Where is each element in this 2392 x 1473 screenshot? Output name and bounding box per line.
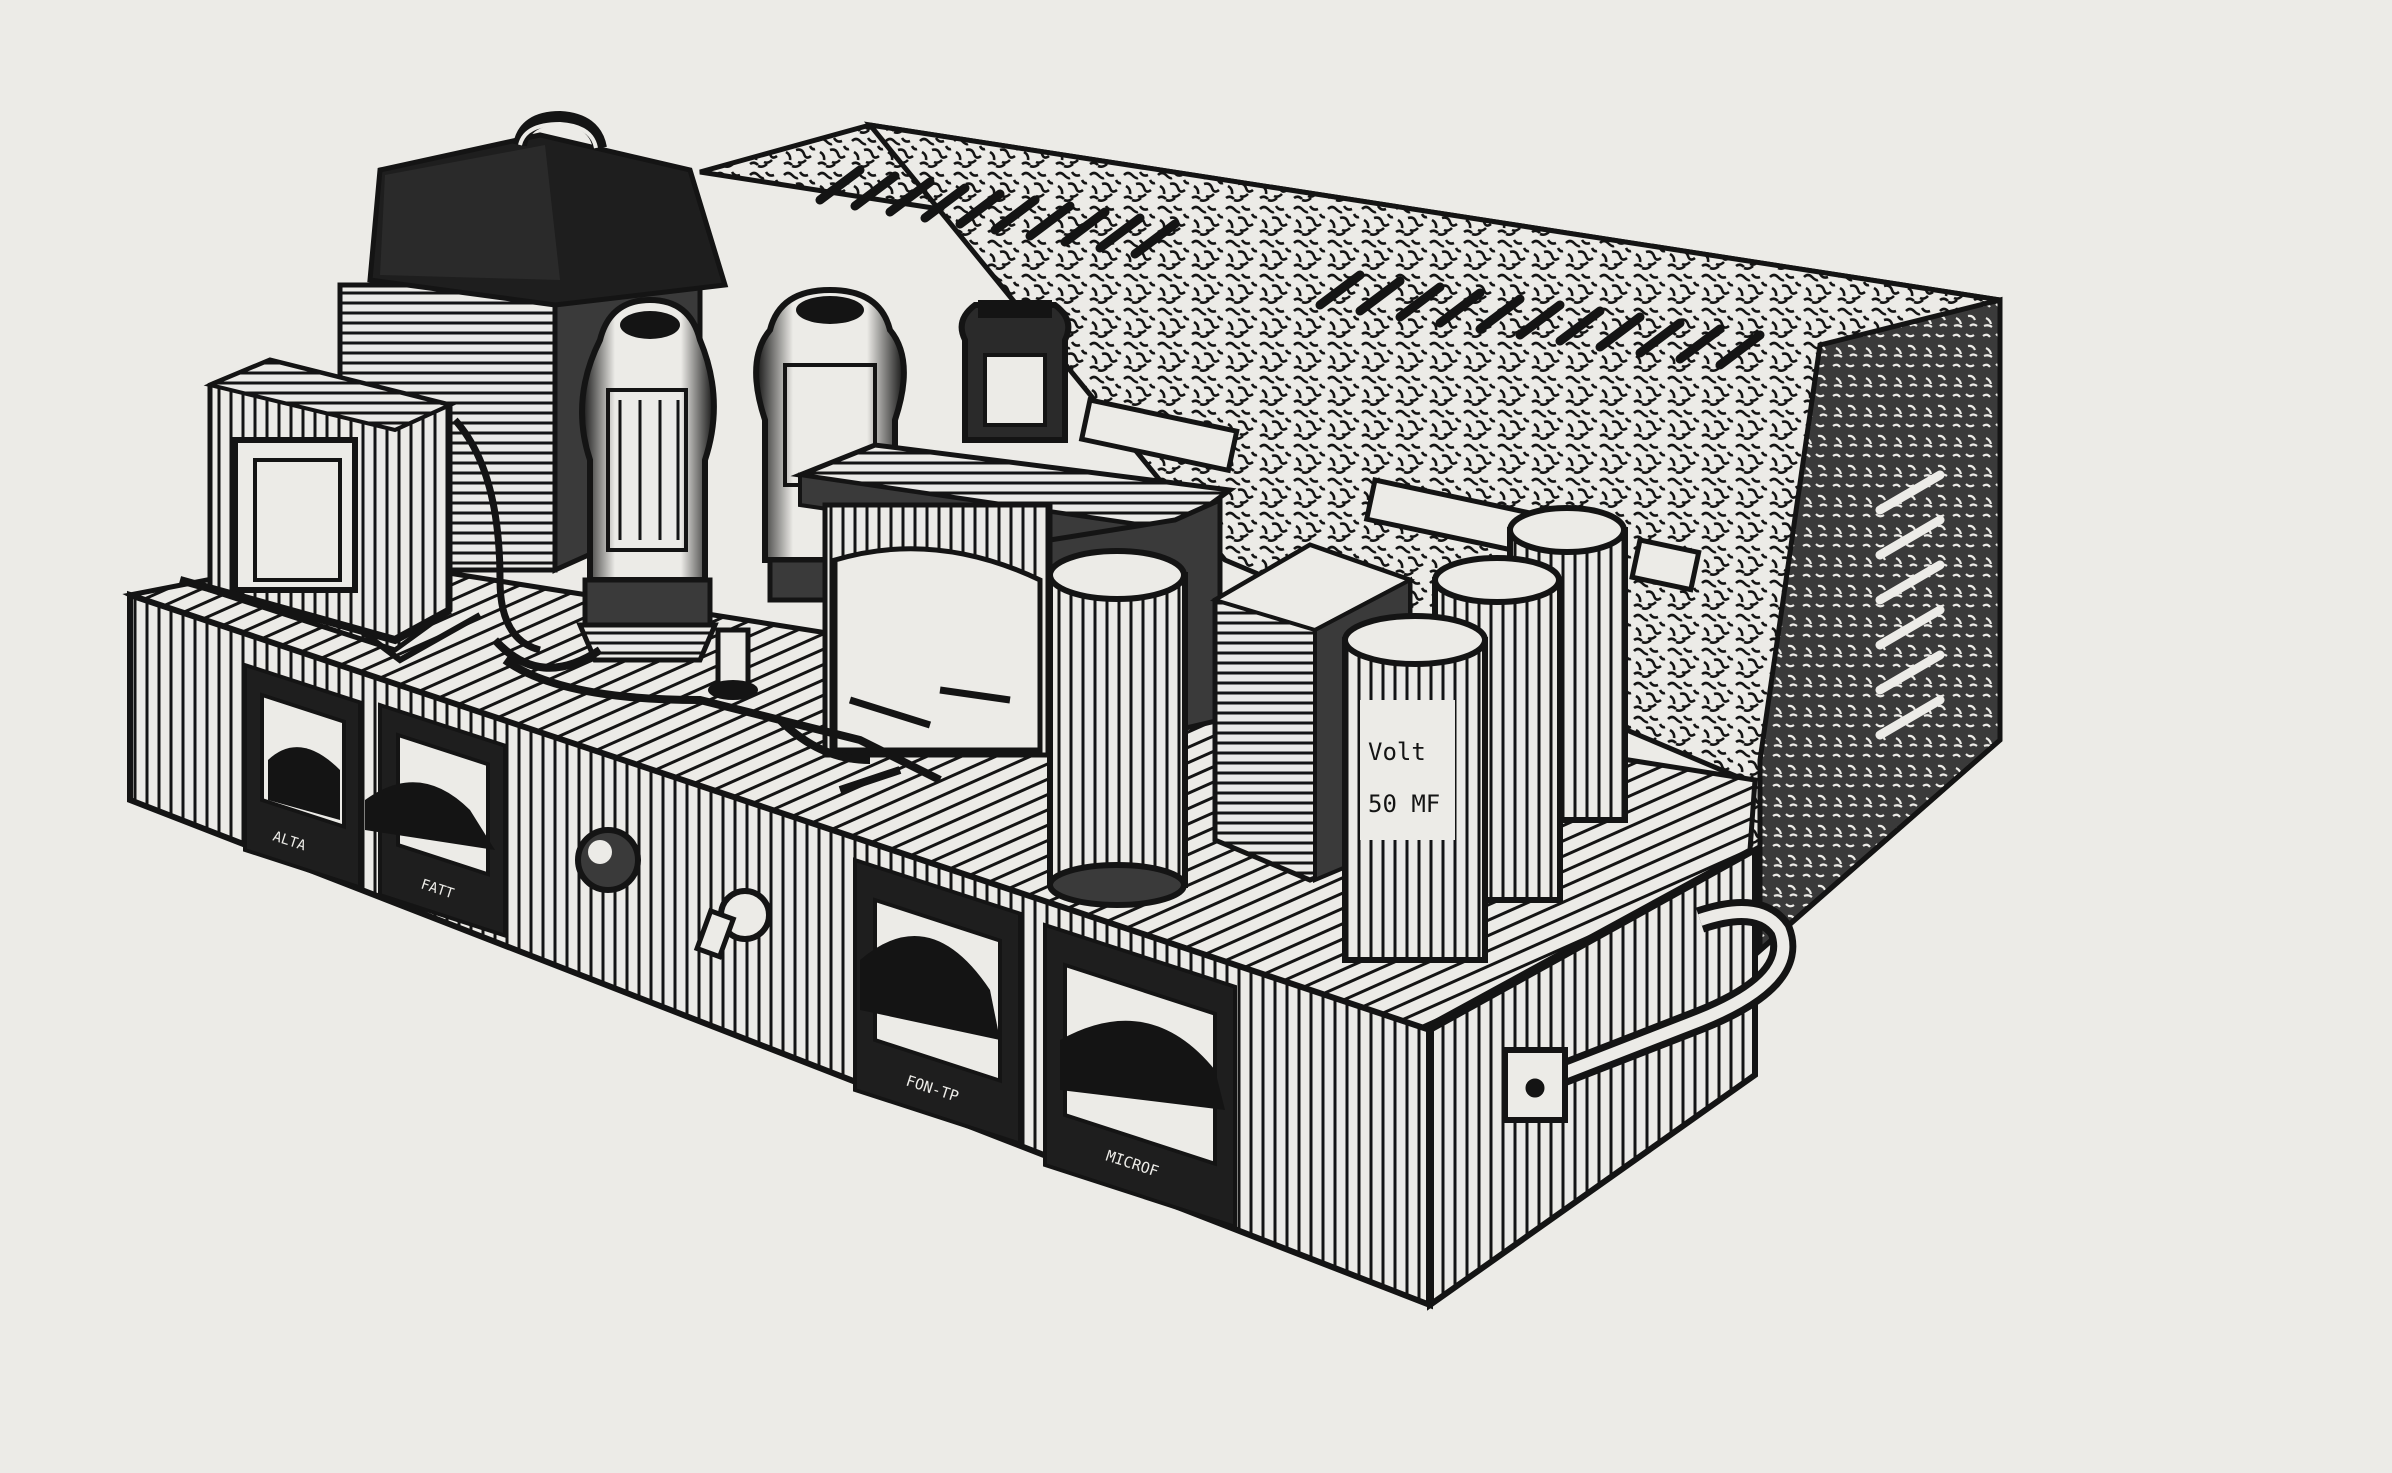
power-switch[interactable] [693, 888, 772, 960]
knob-alta[interactable]: ALTA [243, 662, 362, 891]
knob-microf[interactable]: MICROF [1043, 922, 1237, 1230]
chassis-wiring [492, 637, 942, 794]
capacitor-voltage-label: Volt [1368, 738, 1426, 766]
rectifier-tube [576, 296, 719, 663]
output-transformer [178, 357, 542, 664]
capacitor-large-front [1047, 548, 1188, 908]
pilot-lamp [575, 827, 641, 893]
preamp-tube [958, 300, 1072, 443]
capacitor-value-label: 50 MF [1368, 790, 1440, 818]
knob-fon-tp[interactable]: FON-TP [853, 857, 1022, 1147]
ventilated-cover [699, 121, 2003, 961]
trimmer-tube [708, 627, 758, 700]
side-vent-slots [1875, 470, 1945, 740]
top-vent-slots [815, 165, 1765, 370]
carry-handle [1502, 899, 1797, 1123]
capacitor-labeled: Volt 50 MF [1342, 613, 1488, 963]
knob-fatt[interactable]: FATT [365, 702, 507, 939]
